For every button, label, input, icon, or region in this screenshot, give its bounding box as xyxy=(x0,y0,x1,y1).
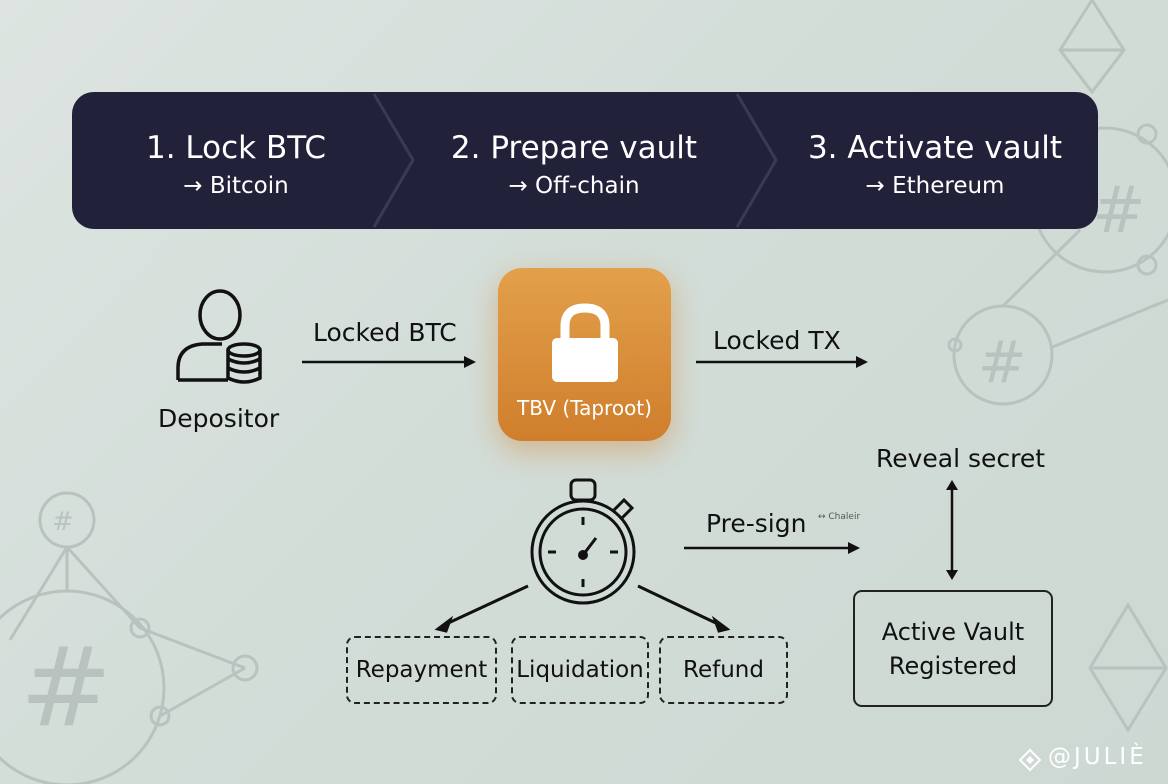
pre-sign-label: Pre-sign xyxy=(706,509,807,538)
step-title: 2. Prepare vault xyxy=(450,130,698,166)
locked-btc-label: Locked BTC xyxy=(313,318,457,347)
banner-shape xyxy=(72,92,1098,229)
outcome-liquidation: Liquidation xyxy=(511,636,649,704)
svg-text:#: # xyxy=(978,328,1027,396)
outcome-refund: Refund xyxy=(659,636,788,704)
process-steps-banner: 1. Lock BTC → Bitcoin 2. Prepare vault →… xyxy=(72,92,1098,229)
locked-tx-arrow xyxy=(696,356,868,368)
depositor-label: Depositor xyxy=(158,404,280,433)
step-subtitle: → Off-chain xyxy=(508,173,640,199)
svg-text:#: # xyxy=(1092,174,1146,248)
watermark-text: @JULIÈ xyxy=(1048,744,1147,770)
active-vault-box: Active Vault Registered xyxy=(853,590,1053,707)
svg-text:#: # xyxy=(52,507,74,537)
diamond-logo-icon xyxy=(1018,748,1042,772)
reveal-secret-label: Reveal secret xyxy=(876,444,1046,473)
step-subtitle: → Ethereum xyxy=(865,173,1005,199)
step-activate-vault: 3. Activate vault → Ethereum xyxy=(762,92,1108,229)
pre-sign-small-text: ↔ Chaleir xyxy=(818,512,861,522)
locked-tx-label: Locked TX xyxy=(713,326,841,355)
svg-text:#: # xyxy=(20,623,112,751)
outcome-repayment: Repayment xyxy=(346,636,497,704)
step-title: 1. Lock BTC xyxy=(145,130,326,166)
vault-line-1: Active Vault xyxy=(881,617,1025,646)
reveal-secret-double-arrow xyxy=(946,480,958,580)
locked-btc-arrow xyxy=(302,356,476,368)
step-subtitle: → Bitcoin xyxy=(183,173,289,199)
step-lock-btc: 1. Lock BTC → Bitcoin xyxy=(72,92,400,229)
tbv-taproot-box: TBV (Taproot) xyxy=(498,268,671,441)
tbv-label: TBV (Taproot) xyxy=(517,396,652,420)
pre-sign-arrow xyxy=(684,542,860,554)
stopwatch-icon xyxy=(434,478,731,633)
depositor-icon xyxy=(176,289,262,384)
lock-icon xyxy=(552,303,618,382)
step-prepare-vault: 2. Prepare vault → Off-chain xyxy=(396,92,752,229)
vault-line-2: Registered xyxy=(888,651,1018,680)
step-title: 3. Activate vault xyxy=(807,130,1063,166)
